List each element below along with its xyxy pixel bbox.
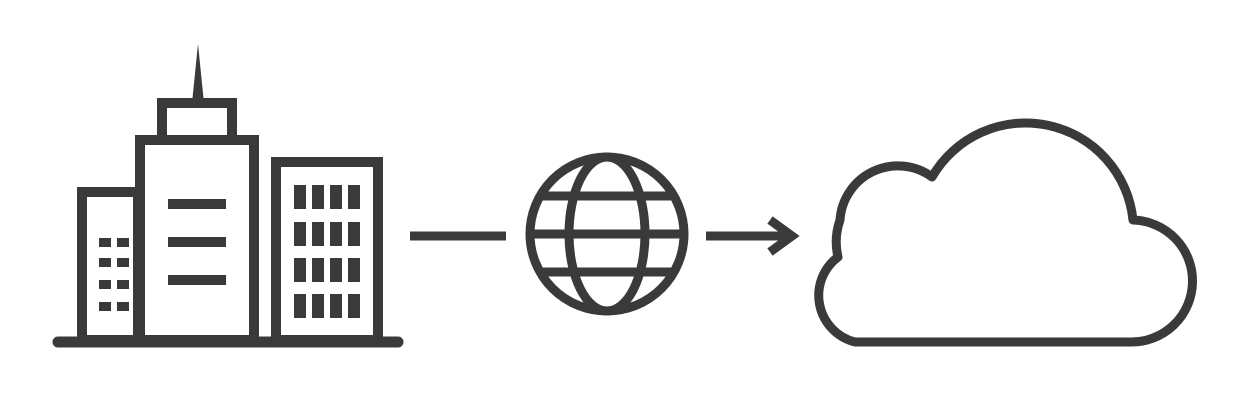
center-tower-windows xyxy=(168,199,226,285)
left-building-windows xyxy=(99,238,129,311)
right-building-windows xyxy=(294,185,360,318)
office-buildings-icon xyxy=(52,44,404,348)
globe-icon xyxy=(525,152,689,316)
cloud-icon xyxy=(814,118,1197,347)
arrow-globe-to-cloud xyxy=(706,216,800,256)
left-building xyxy=(77,187,143,345)
right-building xyxy=(271,157,383,345)
antenna xyxy=(192,44,204,103)
center-tower xyxy=(135,44,259,345)
